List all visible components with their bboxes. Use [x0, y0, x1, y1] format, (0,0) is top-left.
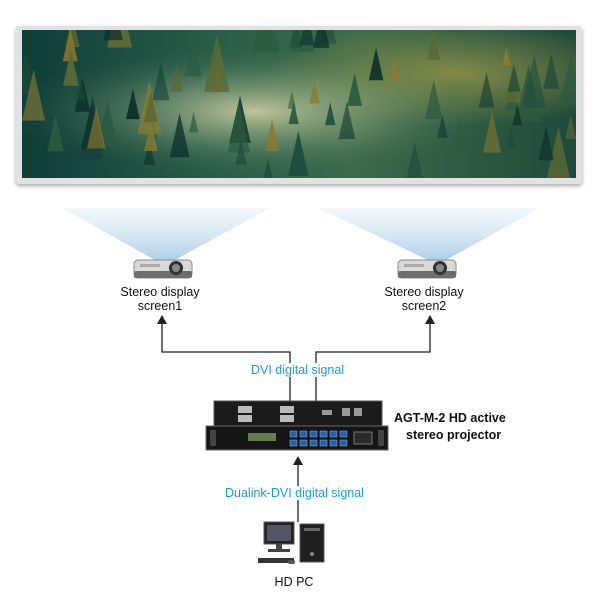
dvi-signal-label: DVI digital signal: [248, 363, 348, 377]
projector-1-label-line1: Stereo display: [120, 285, 200, 299]
stereo-processor-device-icon: [205, 400, 389, 451]
arrow-up-device: [293, 456, 303, 465]
projector-1-label-line2: screen1: [137, 299, 183, 313]
desktop-pc-icon: [258, 521, 325, 564]
arrow-up-screen2: [425, 315, 435, 324]
projection-beams: [62, 208, 540, 260]
dualink-signal-label: Dualink-DVI digital signal: [222, 486, 367, 500]
device-name-line1: AGT-M-2 HD active: [394, 411, 506, 425]
connector-to-screen1: [161, 322, 291, 401]
beam-left: [62, 208, 270, 260]
forest-image: [22, 30, 576, 178]
projector-2-label-line1: Stereo display: [384, 285, 464, 299]
connector-to-screen2: [315, 322, 431, 401]
projector-2-label-line2: screen2: [401, 299, 447, 313]
device-name-line2: stereo projector: [406, 428, 502, 442]
projector-icon: [397, 259, 457, 279]
beam-right: [318, 208, 540, 260]
projector-1-label: Stereo display screen1: [100, 285, 220, 313]
device-name: AGT-M-2 HD active stereo projector: [394, 410, 506, 444]
pc-label: HD PC: [274, 575, 314, 589]
projector-icon: [133, 259, 193, 279]
arrow-up-screen1: [157, 315, 167, 324]
projector-2-label: Stereo display screen2: [364, 285, 484, 313]
